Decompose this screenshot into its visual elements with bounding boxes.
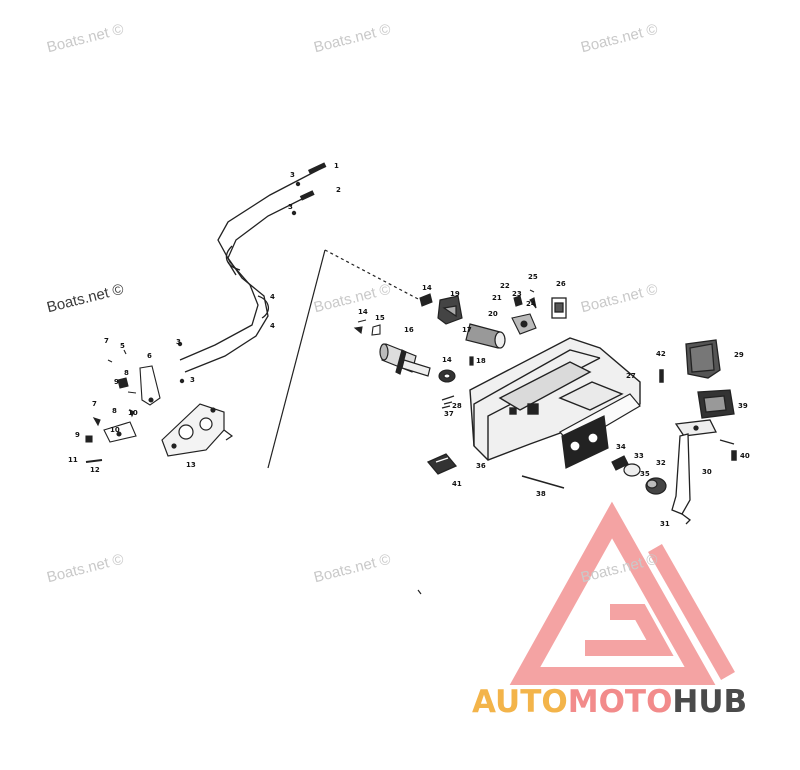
fasteners-right	[659, 369, 737, 461]
block-19	[437, 295, 463, 325]
callout-label: 40	[740, 452, 750, 460]
callout-label: 18	[476, 357, 486, 365]
bracket-41	[426, 453, 458, 475]
logo-emblem	[509, 501, 716, 685]
callout-label: 19	[450, 290, 460, 298]
callout-label: 6	[147, 352, 152, 360]
knobs-32-34	[611, 455, 667, 495]
callout-label: 23	[512, 290, 522, 298]
callout-label: 16	[404, 326, 414, 334]
callout-label: 7	[92, 400, 97, 408]
handle-30	[671, 419, 735, 525]
callout-label: 13	[186, 461, 196, 469]
callout-label: 38	[536, 490, 546, 498]
callout-label: 12	[90, 466, 100, 474]
callout-label: 4	[270, 322, 275, 330]
switch-39	[697, 389, 735, 419]
callout-label: 35	[640, 470, 650, 478]
callout-label: 32	[656, 459, 666, 467]
callout-label: 39	[738, 402, 748, 410]
callout-label: 17	[462, 326, 472, 334]
guide-lines	[267, 249, 422, 595]
callout-label: 27	[626, 372, 636, 380]
bushing-17	[465, 323, 506, 349]
cover-29	[685, 339, 721, 379]
control-box-36	[469, 337, 641, 461]
callout-label: 7	[104, 337, 109, 345]
callout-label: 30	[702, 468, 712, 476]
callout-label: 33	[634, 452, 644, 460]
callout-label: 10	[128, 409, 138, 417]
grommets-14	[353, 293, 456, 383]
cable-ends	[177, 162, 327, 384]
callout-label: 36	[476, 462, 486, 470]
callout-label: 14	[442, 356, 452, 364]
shaft-35	[521, 475, 565, 489]
callout-label: 26	[556, 280, 566, 288]
callout-label: 41	[452, 480, 462, 488]
callout-label: 31	[660, 520, 670, 528]
callout-label: 8	[112, 407, 117, 415]
levers-21-24	[511, 289, 537, 335]
callout-label: 2	[336, 186, 341, 194]
housing-13	[161, 403, 234, 457]
callout-label: 20	[488, 310, 498, 318]
callout-label: 1	[334, 162, 339, 170]
callout-label: 21	[492, 294, 502, 302]
brand-moto: MOTO	[567, 684, 673, 720]
callout-label: 3	[176, 338, 181, 346]
cylinder-16	[379, 343, 431, 377]
callout-label: 15	[375, 314, 385, 322]
callout-label: 10	[110, 426, 120, 434]
left-small-parts	[85, 349, 161, 463]
callout-label: 42	[656, 350, 666, 358]
callout-label: 25	[528, 273, 538, 281]
callout-label: 4	[270, 293, 275, 301]
brand-hub: HUB	[672, 684, 748, 720]
callout-label: 14	[422, 284, 432, 292]
callout-label: 9	[114, 378, 119, 386]
control-cables	[179, 169, 319, 373]
logo-emblem-inner	[585, 544, 735, 680]
callout-label: 34	[616, 443, 626, 451]
callout-label: 3	[290, 171, 295, 179]
callout-label: 3	[190, 376, 195, 384]
callout-label: 5	[120, 342, 125, 350]
callout-label: 8	[124, 369, 129, 377]
callout-label: 24	[526, 300, 536, 308]
brand-wordmark: AUTOMOTOHUB	[472, 684, 747, 720]
plate-26	[551, 297, 567, 319]
brand-auto: AUTO	[472, 684, 568, 720]
callout-label: 29	[734, 351, 744, 359]
callout-label: 9	[75, 431, 80, 439]
callout-label: 3	[288, 203, 293, 211]
callout-label: 28	[452, 402, 462, 410]
callout-label: 37	[444, 410, 454, 418]
small-parts-18-37	[441, 356, 474, 409]
callout-label: 22	[500, 282, 510, 290]
callout-label: 11	[68, 456, 78, 464]
callout-label: 14	[358, 308, 368, 316]
gasket-27	[559, 393, 641, 469]
